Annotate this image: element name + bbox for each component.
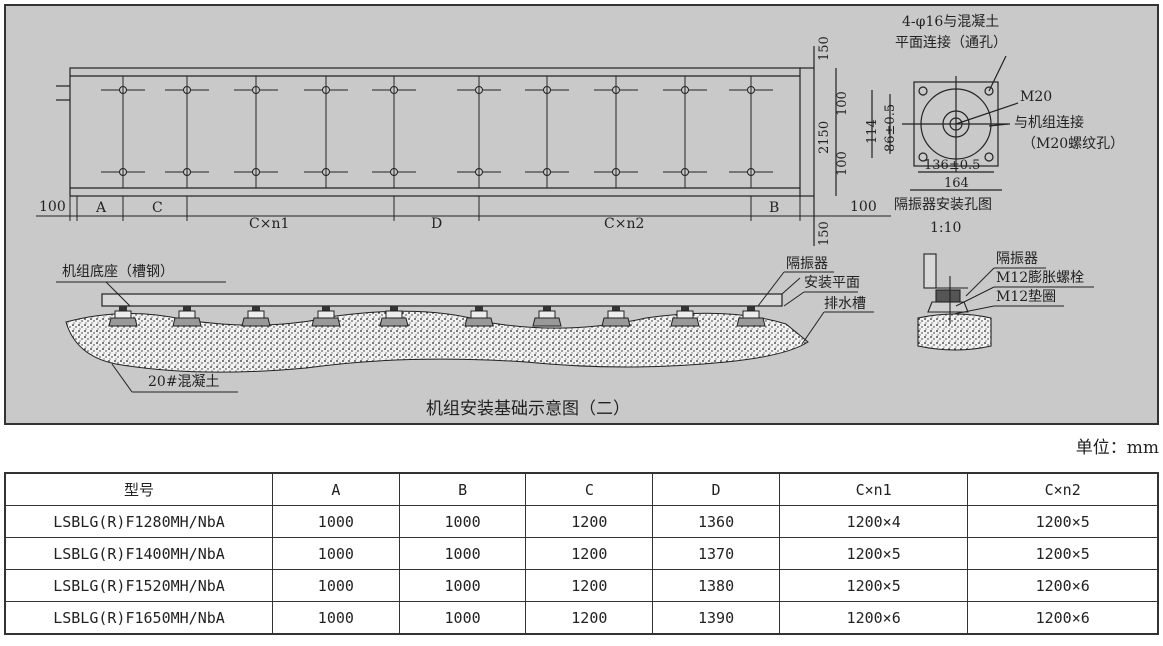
table-row: LSBLG(R)F1520MH/NbA 1000 1000 1200 1380 … [4, 569, 1159, 602]
dim-100-lower: 100 [835, 151, 850, 176]
dim-100-upper: 100 [835, 91, 850, 116]
dim-136: 136±0.5 [924, 158, 980, 173]
cell: 1000 [272, 505, 400, 538]
bolt-detail-washer: M12垫圈 [996, 289, 1056, 305]
dim-86: 86±0.5 [883, 104, 898, 152]
header-c: C [525, 472, 654, 506]
dim-a: A [95, 200, 107, 216]
bolt-detail [917, 253, 992, 351]
header-cxn1: C×n1 [778, 472, 969, 506]
header-model: 型号 [4, 472, 273, 506]
cell: LSBLG(R)F1520MH/NbA [4, 569, 273, 602]
isolator [241, 306, 271, 327]
isolator-plate [871, 55, 1019, 191]
note-holes-2: 平面连接（通孔） [895, 34, 1007, 51]
cell: 1200×5 [778, 537, 969, 570]
cell: 1370 [652, 537, 780, 570]
cell: 1360 [652, 505, 780, 538]
cell: 1200×5 [778, 569, 969, 602]
dim-cxn1: C×n1 [249, 216, 289, 232]
cell: 1200×6 [778, 601, 969, 635]
cell: 1000 [398, 569, 527, 602]
cell: 1380 [652, 569, 780, 602]
cell: 1200 [525, 505, 654, 538]
cell: 1200 [525, 569, 654, 602]
bolt-detail-bolt: M12膨胀螺栓 [996, 269, 1084, 286]
cell: 1000 [272, 601, 400, 635]
top-view [56, 46, 837, 246]
note-machine: 与机组连接 [1014, 114, 1084, 131]
isolator [379, 306, 409, 327]
cell: LSBLG(R)F1400MH/NbA [4, 537, 273, 570]
header-b: B [398, 472, 527, 506]
drawing-title: 机组安装基础示意图（二） [426, 399, 630, 419]
dim-150-top: 150 [817, 36, 832, 61]
dim-150-bottom: 150 [817, 221, 832, 246]
dim-d: D [431, 216, 442, 232]
detail-caption: 隔振器安装孔图 [894, 197, 992, 213]
header-a: A [272, 472, 400, 506]
isolator [108, 306, 138, 327]
cell: 1000 [398, 537, 527, 570]
table-header-row: 型号 A B C D C×n1 C×n2 [4, 472, 1159, 506]
cell: 1200×6 [967, 569, 1159, 602]
isolator [670, 306, 700, 327]
table-row: LSBLG(R)F1650MH/NbA 1000 1000 1200 1390 … [4, 601, 1159, 635]
cell: 1200×6 [967, 601, 1159, 635]
dim-cxn2: C×n2 [604, 216, 644, 232]
dim-c: C [152, 200, 163, 216]
isolator [736, 306, 766, 327]
isolator [532, 306, 562, 327]
concrete-label: 20#混凝土 [148, 374, 220, 390]
bolt-detail-isolator: 隔振器 [996, 251, 1038, 267]
isolator [601, 306, 631, 327]
cell: 1200 [525, 601, 654, 635]
mount-holes [101, 76, 773, 188]
dim-100-right: 100 [850, 199, 877, 215]
isolator [311, 306, 341, 327]
cell: 1390 [652, 601, 780, 635]
note-holes: 4-φ16与混凝土 [902, 14, 999, 30]
header-d: D [652, 472, 780, 506]
isolator [172, 306, 202, 327]
table-row: LSBLG(R)F1280MH/NbA 1000 1000 1200 1360 … [4, 505, 1159, 538]
cell: 1200 [525, 537, 654, 570]
note-machine-2: （M20螺纹孔） [1022, 136, 1124, 152]
cell: 1000 [272, 537, 400, 570]
dim-100-left: 100 [39, 199, 66, 215]
drain-label: 排水槽 [824, 296, 866, 312]
table-row: LSBLG(R)F1400MH/NbA 1000 1000 1200 1370 … [4, 537, 1159, 570]
cell: 1200×4 [778, 505, 969, 538]
isolator-row [108, 306, 766, 327]
dim-164: 164 [944, 176, 969, 191]
cell: 1000 [398, 601, 527, 635]
cell: 1200×5 [967, 505, 1159, 538]
cell: 1000 [272, 569, 400, 602]
surface-label: 安装平面 [804, 275, 860, 291]
detail-scale: 1:10 [930, 220, 961, 236]
installation-drawing: 100 A C C×n1 D C×n2 B 100 150 100 2150 1… [4, 4, 1159, 425]
cell: LSBLG(R)F1650MH/NbA [4, 601, 273, 635]
cell: LSBLG(R)F1280MH/NbA [4, 505, 273, 538]
unit-label: 单位：mm [1075, 438, 1159, 458]
dim-b: B [769, 200, 779, 216]
header-cxn2: C×n2 [967, 472, 1159, 506]
bolt-m20-label: M20 [1020, 89, 1052, 105]
dim-114: 114 [865, 119, 880, 144]
isolator [464, 306, 494, 327]
base-label: 机组底座（槽钢） [62, 264, 174, 280]
isolator-label: 隔振器 [786, 256, 828, 272]
cell: 1200×5 [967, 537, 1159, 570]
dim-2150: 2150 [817, 121, 832, 154]
cell: 1000 [398, 505, 527, 538]
spec-table: 型号 A B C D C×n1 C×n2 LSBLG(R)F1280MH/NbA… [4, 472, 1159, 635]
